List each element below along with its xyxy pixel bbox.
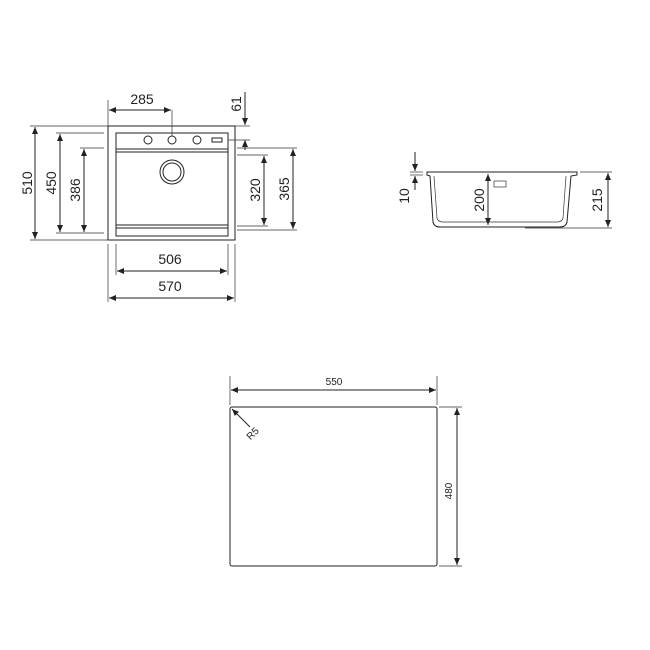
overflow-icon (211, 137, 223, 143)
side-view: 10 200 215 (396, 152, 612, 229)
dim-r5: R5 (245, 426, 262, 443)
dim-450: 450 (43, 171, 59, 195)
tap-hole-icon (192, 135, 202, 145)
top-view: 285 61 510 450 386 320 365 506 (19, 91, 297, 302)
cutout-view: 550 480 R5 (229, 376, 462, 567)
dim-10: 10 (396, 188, 412, 204)
dim-215: 215 (589, 188, 605, 212)
dim-386: 386 (67, 178, 83, 202)
sink-outline (107, 125, 236, 241)
dim-200: 200 (471, 188, 487, 212)
dim-320: 320 (247, 178, 263, 202)
dim-285: 285 (130, 91, 154, 107)
dim-570: 570 (158, 278, 182, 294)
dim-480: 480 (444, 482, 455, 499)
dim-550: 550 (326, 377, 343, 388)
cutout-outline (229, 406, 438, 567)
tap-hole-icon (167, 135, 177, 145)
tap-hole-icon (143, 135, 153, 145)
dim-510: 510 (19, 171, 35, 195)
dim-61: 61 (228, 96, 244, 112)
dim-506: 506 (158, 251, 182, 267)
drain-icon (159, 159, 185, 185)
sink-profile (426, 171, 578, 228)
dim-365: 365 (276, 177, 292, 201)
